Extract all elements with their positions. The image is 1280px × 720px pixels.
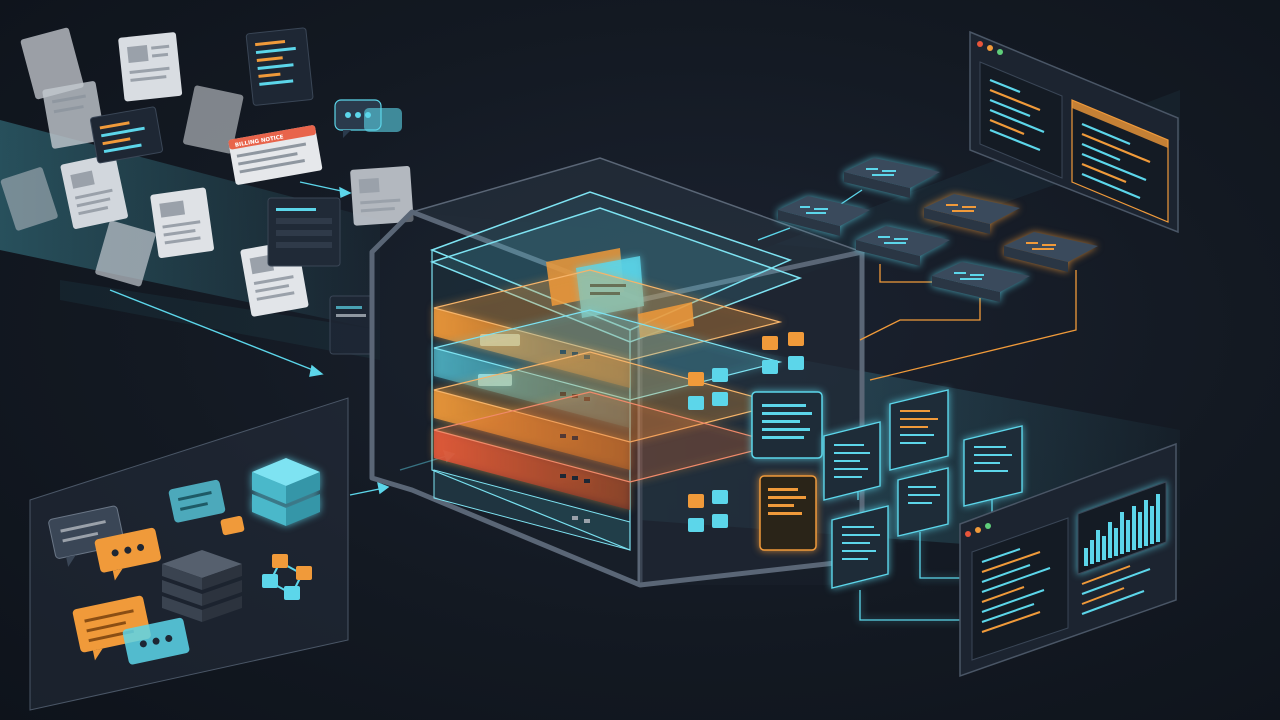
window-minimize-dot [987, 45, 993, 51]
window-minimize-dot [975, 527, 981, 533]
code-card [890, 390, 948, 470]
code-card [964, 426, 1022, 506]
chat-bubble-icon [364, 108, 402, 132]
code-window-icon [246, 28, 313, 106]
server-stack-icon [162, 550, 242, 622]
document-icon [118, 32, 182, 102]
document-icon [150, 187, 214, 258]
code-window-icon [268, 198, 340, 266]
code-card [752, 392, 822, 458]
network-node [1004, 232, 1098, 272]
network-node [932, 262, 1030, 302]
window-close-dot [977, 41, 983, 47]
window-maximize-dot [985, 523, 991, 529]
window-maximize-dot [997, 49, 1003, 55]
billing-notice-document: BILLING NOTICE [228, 125, 323, 186]
code-card [760, 476, 816, 550]
code-card [824, 422, 880, 500]
data-sources-panel [30, 398, 348, 710]
code-card [898, 468, 948, 536]
database-icon [252, 458, 320, 526]
code-window-icon [330, 296, 374, 354]
code-card [832, 506, 888, 588]
window-close-dot [965, 531, 971, 537]
